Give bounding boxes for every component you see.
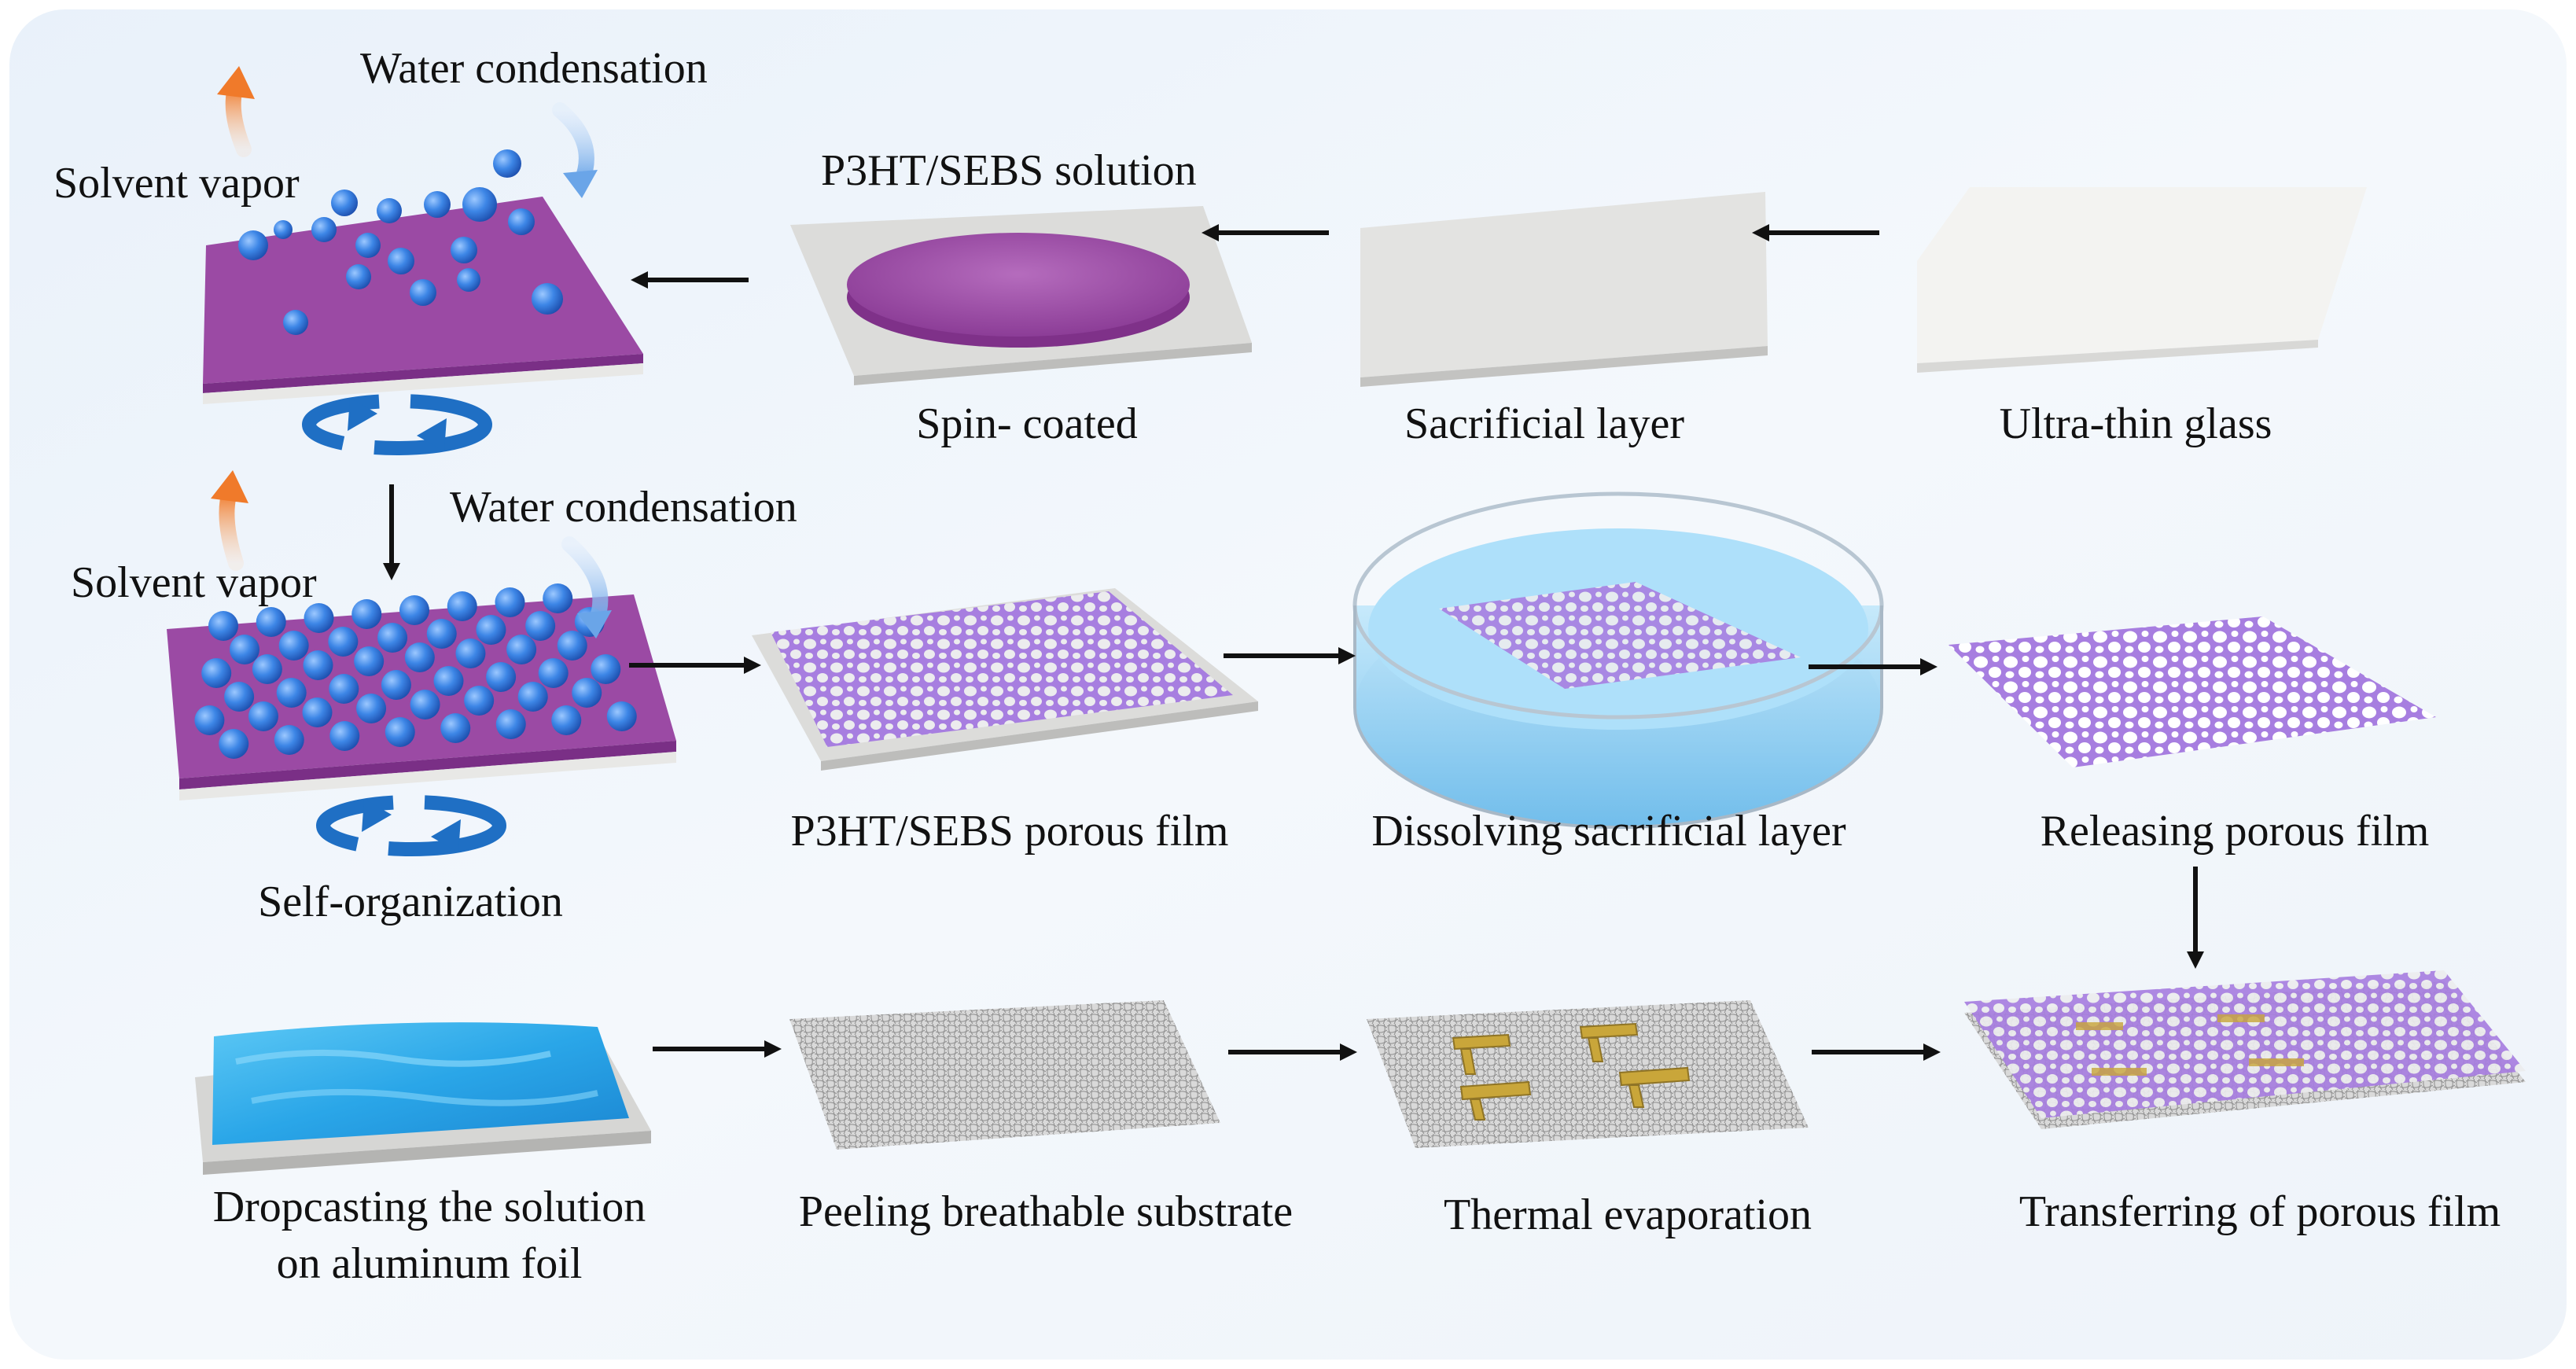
droplet [385, 717, 415, 747]
label-sacrificial-layer: Sacrificial layer [1404, 396, 1684, 451]
droplet [219, 729, 248, 759]
droplet [539, 658, 569, 688]
droplet [208, 611, 238, 641]
droplet [447, 591, 477, 621]
droplet [591, 654, 620, 684]
droplet [252, 654, 282, 684]
label-transferring: Transferring of porous film [2019, 1184, 2501, 1239]
droplet [525, 611, 555, 641]
droplet [410, 690, 440, 719]
droplet [351, 599, 381, 629]
droplet [356, 694, 386, 723]
label-solvent-vapor-2: Solvent vapor [71, 555, 317, 610]
droplet [354, 646, 384, 676]
droplet [496, 709, 526, 739]
breathable-substrate [789, 1000, 1220, 1150]
droplet [476, 615, 506, 645]
droplet [329, 721, 359, 751]
droplet [277, 678, 307, 708]
label-peeling: Peeling breathable substrate [799, 1184, 1293, 1239]
droplet [201, 658, 231, 688]
droplet [248, 701, 278, 731]
droplet [495, 587, 525, 617]
droplet [377, 623, 407, 653]
droplet [572, 678, 602, 708]
droplet [518, 682, 548, 712]
droplet [381, 670, 411, 700]
label-water-condensation-1: Water condensation [360, 41, 708, 96]
droplet [230, 635, 259, 664]
droplet [486, 662, 516, 692]
label-dissolving: Dissolving sacrificial layer [1371, 804, 1846, 859]
droplet [274, 725, 304, 755]
droplet [329, 674, 359, 704]
label-dropcasting-line2: on aluminum foil [277, 1236, 583, 1291]
droplet [304, 650, 333, 680]
thermal-evaporation-substrate [1367, 1000, 1809, 1148]
label-spin-coated: Spin- coated [916, 396, 1137, 451]
droplet [224, 682, 254, 712]
droplet [303, 697, 333, 727]
droplet [328, 627, 358, 657]
droplet [427, 619, 457, 649]
label-dropcasting-line1: Dropcasting the solution [213, 1179, 646, 1235]
droplet [464, 686, 494, 716]
label-thermal: Thermal evaporation [1444, 1187, 1812, 1242]
droplet [558, 631, 587, 661]
label-solvent-vapor-1: Solvent vapor [53, 156, 300, 211]
label-ultra-thin-glass: Ultra-thin glass [2000, 396, 2272, 451]
droplet [440, 713, 470, 743]
droplet [543, 583, 572, 613]
droplet [194, 705, 224, 735]
droplet [256, 607, 286, 637]
droplet [399, 595, 429, 625]
label-releasing: Releasing porous film [2041, 804, 2430, 859]
label-solution: P3HT/SEBS solution [821, 143, 1197, 198]
ultra-thin-glass-slab [1917, 187, 2367, 373]
droplet [279, 631, 309, 661]
droplet [506, 635, 536, 664]
droplet [405, 642, 435, 672]
label-water-condensation-2: Water condensation [450, 480, 797, 535]
droplet [607, 701, 637, 731]
droplet [551, 705, 581, 735]
droplet [434, 666, 464, 696]
label-self-organization: Self-organization [258, 874, 563, 929]
droplet [455, 638, 485, 668]
vapor-arrow-icon [226, 492, 236, 563]
label-porous-film: P3HT/SEBS porous film [791, 804, 1229, 859]
